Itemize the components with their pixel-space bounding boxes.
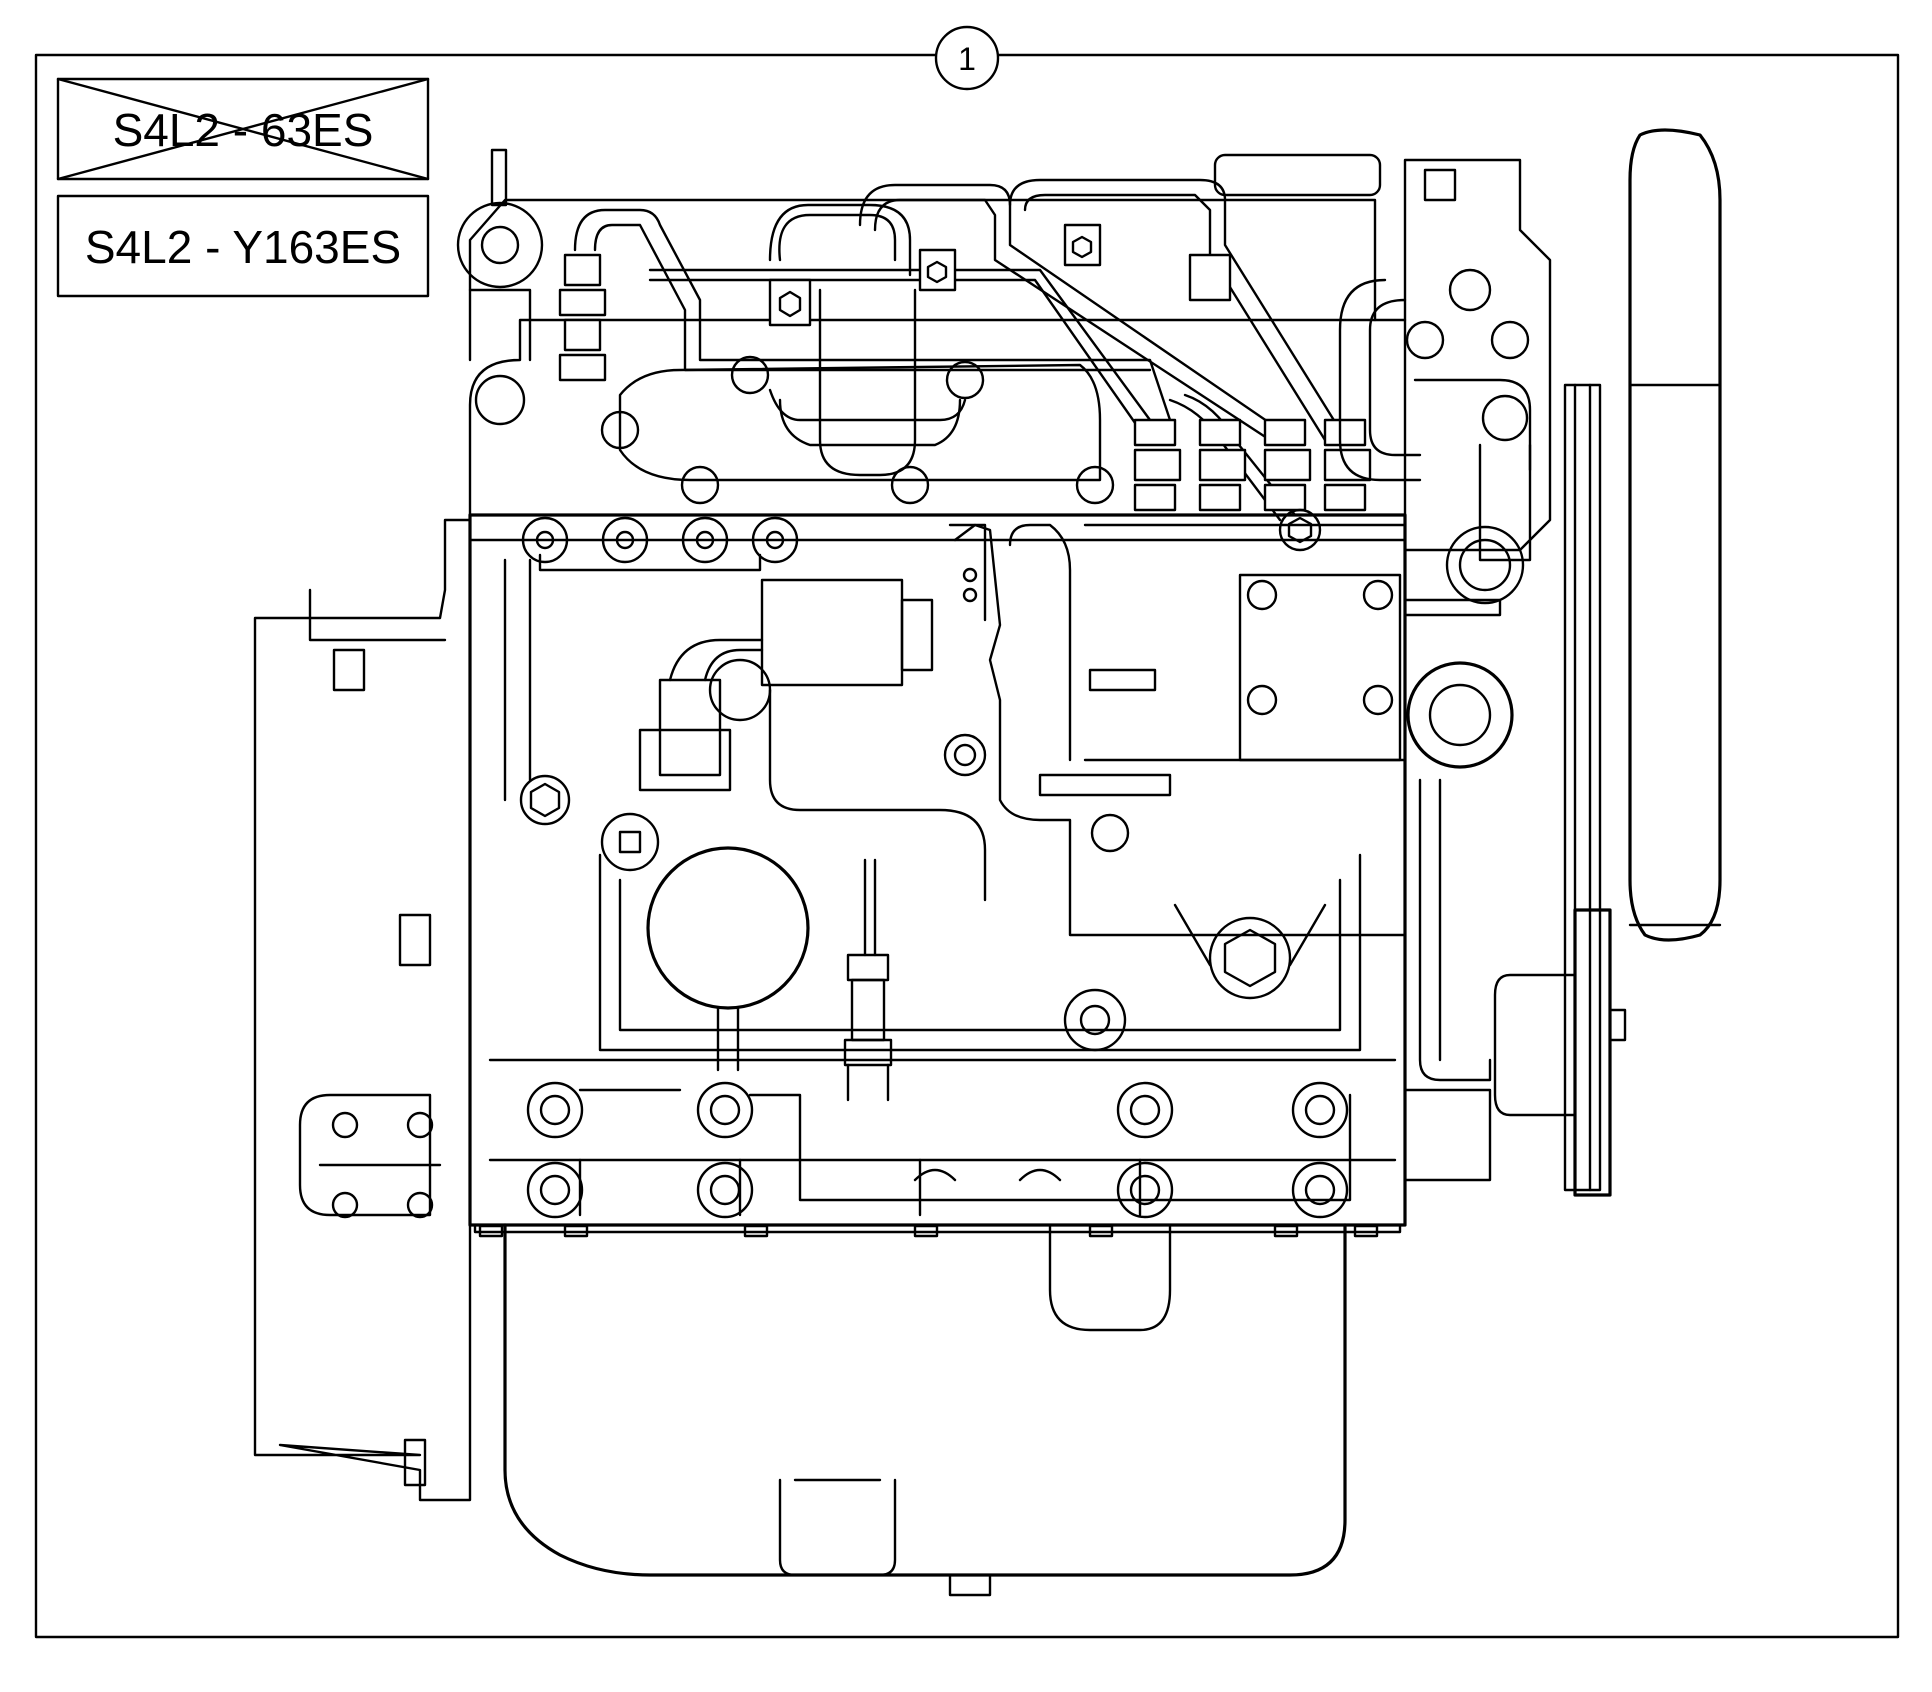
callout-badge[interactable]: 1 <box>934 25 1000 91</box>
flywheel-housing <box>253 518 472 1502</box>
model-label-active[interactable]: S4L2 - Y163ES <box>56 194 430 298</box>
oil-filter <box>519 774 810 1072</box>
engine-drawing <box>253 128 1722 1597</box>
cooling-fan <box>1628 128 1722 942</box>
stop-solenoid <box>638 578 987 902</box>
oil-pan-bolts <box>478 1224 1379 1238</box>
dipstick <box>843 858 893 1102</box>
model-label-superseded[interactable]: S4L2 - 63ES <box>56 77 430 181</box>
block-lower-bolts <box>526 1081 1349 1219</box>
belt <box>1563 383 1602 1192</box>
crank-pulley <box>1493 908 1627 1197</box>
callout-number: 1 <box>958 41 976 77</box>
engine-block <box>468 318 1407 1227</box>
block-top-bolts <box>521 516 799 564</box>
cylinder-head <box>456 148 1382 426</box>
model-code-superseded: S4L2 - 63ES <box>113 104 374 156</box>
intake-manifold <box>600 288 1115 505</box>
oil-pan <box>473 1223 1402 1597</box>
drain-plug <box>1063 903 1327 1052</box>
water-pump <box>1338 158 1552 1182</box>
injection-pump <box>943 523 1407 937</box>
model-code-active: S4L2 - Y163ES <box>85 221 401 273</box>
injector-nuts <box>558 223 1372 552</box>
